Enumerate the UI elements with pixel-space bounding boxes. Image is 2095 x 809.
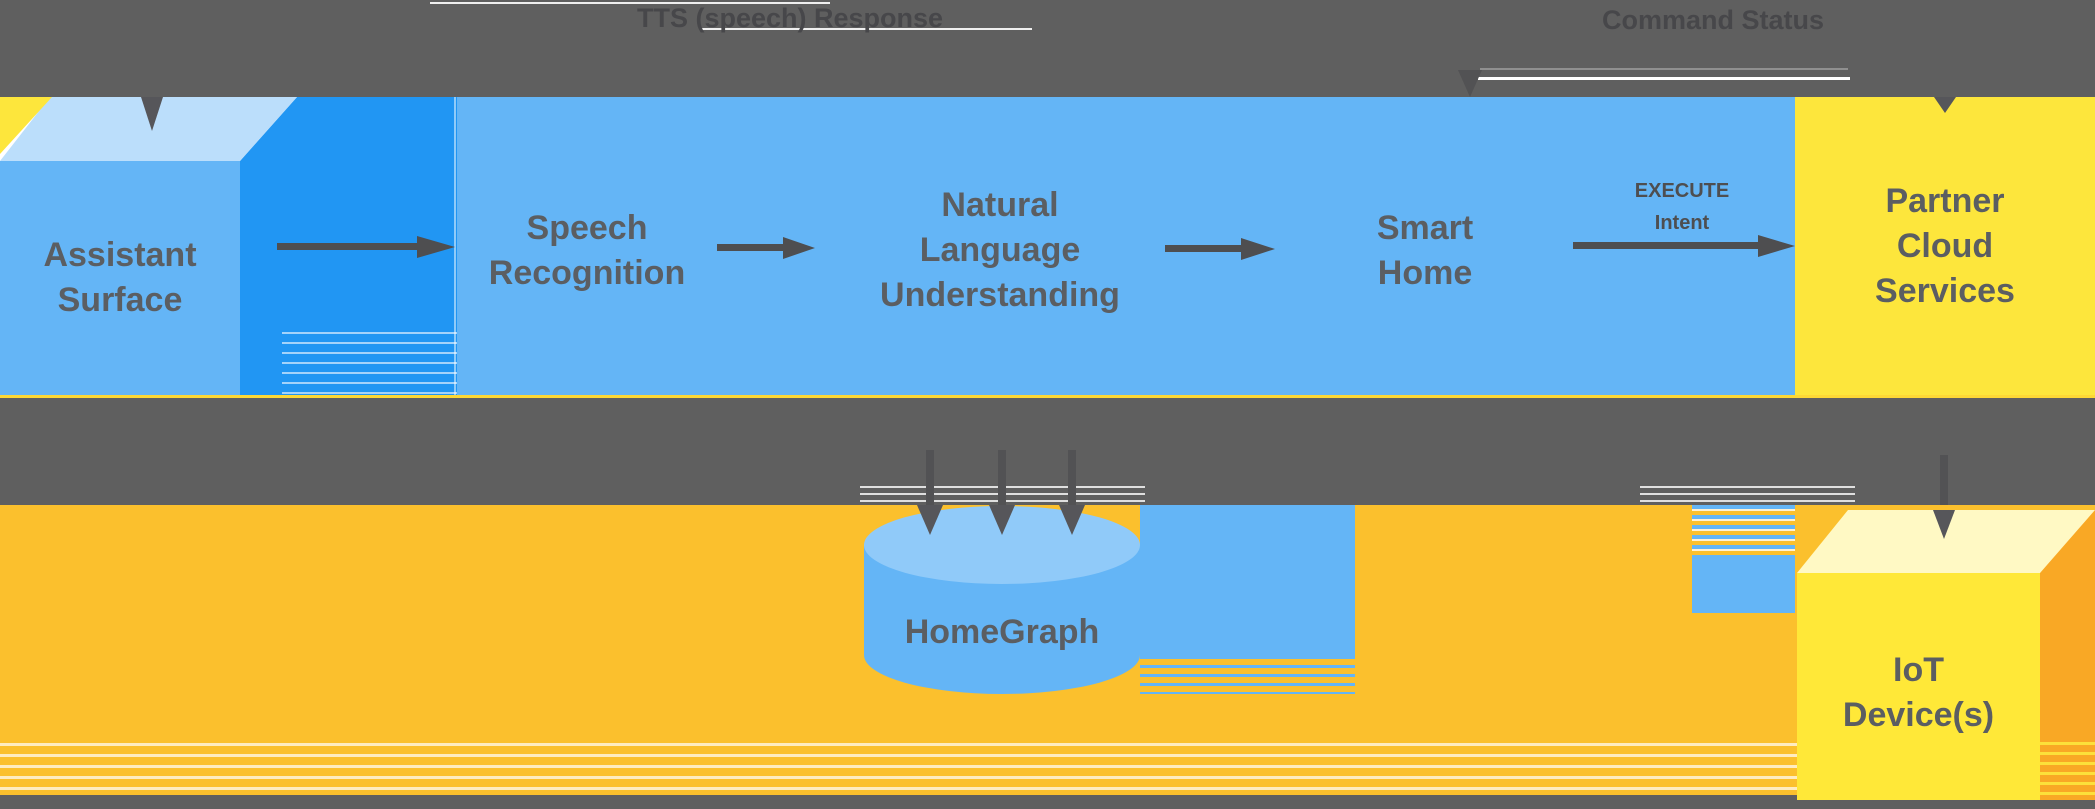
arrow-down-to-homegraph	[998, 450, 1006, 505]
speech-recognition-label: Speech Recognition	[488, 209, 686, 292]
homegraph-label: HomeGraph	[904, 613, 1100, 651]
band-stripe-fade	[1640, 486, 1855, 505]
assistant-cube-divider	[454, 97, 456, 395]
arrow-nlu-to-smarthome	[1165, 245, 1241, 252]
bottom-band	[0, 795, 2095, 809]
command-status-arrow-line	[1478, 77, 1850, 80]
arrow-down-to-homegraph	[1068, 450, 1076, 505]
assistant-cube-shadow-stripes	[282, 332, 457, 394]
arrow-smarthome-to-partner	[1573, 242, 1758, 249]
execute-intent-label: EXECUTE Intent	[1634, 180, 1730, 234]
tts-response-label: TTS (speech) Response	[636, 3, 944, 33]
return-line-segment	[430, 2, 830, 4]
google-assistant-box	[457, 97, 1795, 395]
iot-left-blue-block	[1692, 555, 1795, 613]
nlu-label: Natural Language Understanding	[880, 186, 1120, 314]
partner-cloud-services-node	[1795, 97, 2095, 395]
smart-home-label: Smart Home	[1376, 209, 1474, 292]
homegraph-shadow-fade	[1140, 656, 1355, 694]
return-line-segment	[700, 28, 1032, 30]
assistant-surface-node	[0, 161, 240, 395]
iot-devices-node	[1797, 573, 2040, 800]
iot-cube-side-stripes	[2040, 742, 2095, 800]
homegraph-shadow-block	[1140, 505, 1355, 658]
assistant-surface-label: Assistant Surface	[43, 236, 197, 319]
arrow-down-to-homegraph	[926, 450, 934, 505]
arrow-speech-to-nlu	[717, 244, 783, 251]
iot-left-stripe-fade	[1692, 505, 1795, 557]
arrow-down-to-iot	[1940, 455, 1948, 505]
iot-devices-label: IoT Device(s)	[1842, 651, 1995, 734]
amber-sliver	[0, 395, 2095, 398]
arrow-assistant-to-speech	[277, 243, 417, 250]
command-status-line-shadow	[1480, 68, 1848, 70]
top-return-band	[0, 0, 2095, 97]
command-status-label: Command Status	[1601, 5, 1825, 35]
amber-stripe-fade	[0, 743, 2095, 795]
partner-cloud-services-label: Partner Cloud Services	[1875, 182, 2015, 310]
